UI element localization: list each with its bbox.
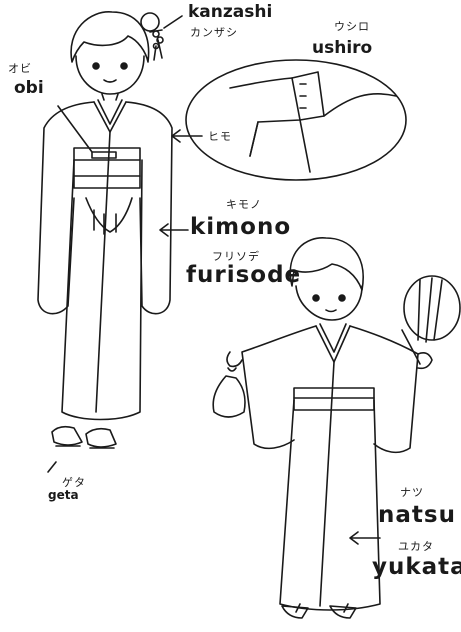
obi-kana: オビ: [8, 62, 32, 75]
geta-label: geta: [48, 488, 79, 502]
obi-label: obi: [14, 78, 44, 98]
yukata-figure: [212, 237, 461, 619]
geta-kana: ゲタ: [62, 476, 86, 489]
furisode-figure: [37, 11, 173, 449]
kanzashi-kana: カンザシ: [190, 26, 238, 39]
kanzashi-label: kanzashi: [188, 2, 273, 22]
ushiro-label: ushiro: [312, 38, 373, 58]
furisode-label: furisode: [186, 262, 302, 288]
yukata-label: yukata: [372, 554, 461, 580]
ushiro-back-view: [185, 59, 407, 181]
natsu-label: natsu: [378, 502, 456, 528]
natsu-kana: ナツ: [400, 486, 424, 499]
kimono-kana: キモノ: [226, 198, 262, 211]
kimono-label: kimono: [190, 214, 292, 240]
kanzashi-ornament: [152, 15, 183, 61]
pointer-arrows: [47, 29, 381, 545]
ushiro-kana: ウシロ: [334, 20, 370, 33]
yukata-kana: ユカタ: [398, 540, 434, 553]
himo-kana: ヒモ: [208, 130, 232, 143]
furisode-kana: フリソデ: [212, 250, 260, 263]
